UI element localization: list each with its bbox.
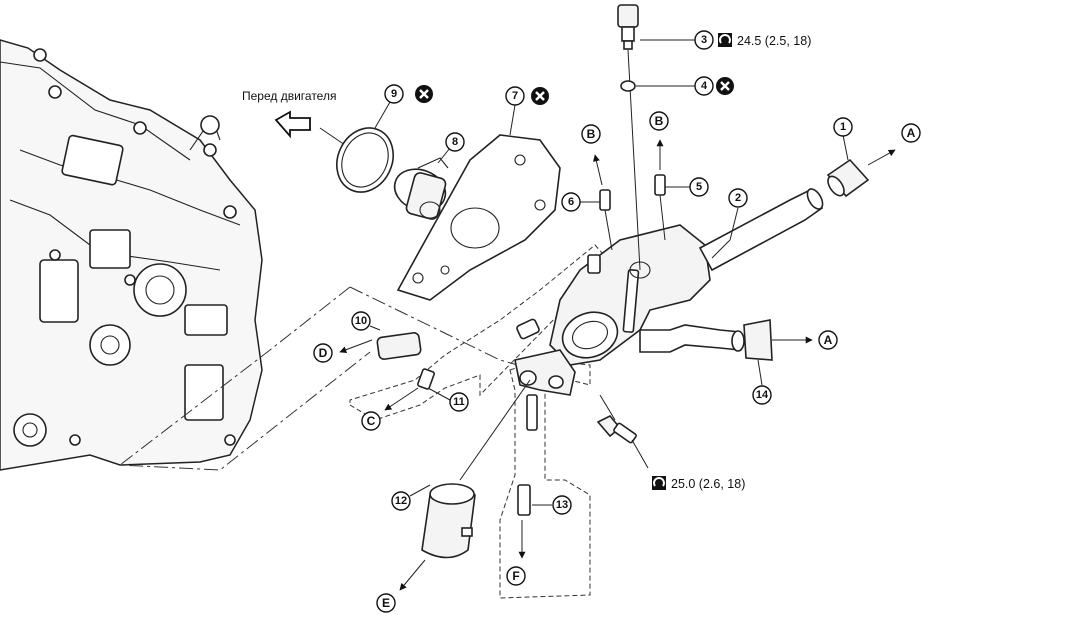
front-label: Перед двигателя bbox=[242, 89, 336, 103]
engine-block bbox=[0, 39, 263, 471]
svg-text:24.5 (2.5, 18): 24.5 (2.5, 18) bbox=[737, 34, 811, 48]
ref-b-right: B bbox=[649, 111, 669, 131]
hose-end-1 bbox=[826, 134, 896, 198]
svg-text:A: A bbox=[824, 333, 833, 347]
hose-group-f-outline bbox=[499, 359, 591, 599]
bleeder-6 bbox=[580, 154, 613, 251]
front-arrow-icon bbox=[274, 110, 311, 139]
housing-projection-line bbox=[349, 286, 571, 381]
svg-text:F: F bbox=[512, 569, 519, 583]
ref-a-upper: A bbox=[901, 123, 921, 143]
hose-fitting-13 bbox=[517, 394, 552, 559]
callout-3: 3 bbox=[694, 30, 714, 50]
svg-text:A: A bbox=[907, 126, 916, 140]
ref-e: E bbox=[376, 593, 396, 613]
torque-spec-sensor: 24.5 (2.5, 18) bbox=[718, 33, 811, 48]
svg-text:12: 12 bbox=[395, 495, 407, 507]
callout-13: 13 bbox=[552, 495, 572, 515]
callout-5: 5 bbox=[689, 177, 709, 197]
sensor-washer bbox=[620, 80, 695, 92]
ref-d: D bbox=[313, 343, 333, 363]
svg-text:1: 1 bbox=[840, 121, 846, 133]
housing-gasket bbox=[396, 104, 561, 301]
lower-pipe bbox=[639, 324, 745, 353]
svg-text:D: D bbox=[319, 346, 328, 360]
x-circle-icon bbox=[415, 85, 433, 103]
x-circle-icon bbox=[716, 77, 734, 95]
ref-b-left: B bbox=[581, 124, 601, 144]
hose-end-14 bbox=[743, 319, 813, 386]
svg-text:3: 3 bbox=[701, 34, 707, 46]
svg-text:9: 9 bbox=[391, 88, 397, 100]
svg-text:2: 2 bbox=[735, 192, 741, 204]
ref-f: F bbox=[506, 566, 526, 586]
x-circle-icon bbox=[531, 87, 549, 105]
gasket-projection-line bbox=[118, 286, 371, 471]
callout-11: 11 bbox=[449, 392, 469, 412]
callout-1: 1 bbox=[833, 117, 853, 137]
torque-wrench-icon bbox=[718, 33, 732, 47]
svg-text:E: E bbox=[382, 596, 390, 610]
svg-text:10: 10 bbox=[355, 315, 367, 327]
callout-14: 14 bbox=[752, 385, 772, 405]
hose-connector-10 bbox=[339, 325, 422, 360]
water-outlet-housing bbox=[514, 224, 711, 396]
svg-text:11: 11 bbox=[453, 396, 465, 408]
callout-7: 7 bbox=[505, 86, 525, 106]
hose-fitting-11 bbox=[384, 368, 451, 411]
callout-8: 8 bbox=[445, 132, 465, 152]
o-ring bbox=[336, 101, 394, 193]
mounting-bolt bbox=[596, 415, 649, 469]
callout-10: 10 bbox=[351, 311, 371, 331]
svg-text:C: C bbox=[367, 414, 376, 428]
ref-a-lower: A bbox=[818, 330, 838, 350]
callout-6: 6 bbox=[561, 192, 581, 212]
callout-4: 4 bbox=[694, 76, 714, 96]
svg-text:B: B bbox=[655, 114, 664, 128]
svg-text:B: B bbox=[587, 127, 596, 141]
callout-9: 9 bbox=[384, 84, 404, 104]
svg-text:7: 7 bbox=[512, 90, 518, 102]
svg-text:14: 14 bbox=[756, 389, 769, 401]
callout-2: 2 bbox=[728, 188, 748, 208]
ref-c: C bbox=[361, 411, 381, 431]
torque-spec-bolt: 25.0 (2.6, 18) bbox=[652, 476, 745, 491]
svg-text:6: 6 bbox=[568, 196, 574, 208]
svg-text:8: 8 bbox=[452, 136, 458, 148]
svg-text:25.0 (2.6, 18): 25.0 (2.6, 18) bbox=[671, 477, 745, 491]
svg-text:5: 5 bbox=[696, 181, 702, 193]
svg-text:4: 4 bbox=[701, 80, 708, 92]
torque-wrench-icon bbox=[652, 476, 666, 490]
svg-text:13: 13 bbox=[556, 499, 568, 511]
thermostat bbox=[393, 147, 451, 220]
engine-front-indicator: Перед двигателя bbox=[242, 89, 346, 146]
bleeder-5 bbox=[654, 139, 690, 241]
reservoir-12 bbox=[399, 379, 531, 591]
upper-pipe bbox=[698, 188, 824, 272]
callout-12: 12 bbox=[391, 491, 411, 511]
